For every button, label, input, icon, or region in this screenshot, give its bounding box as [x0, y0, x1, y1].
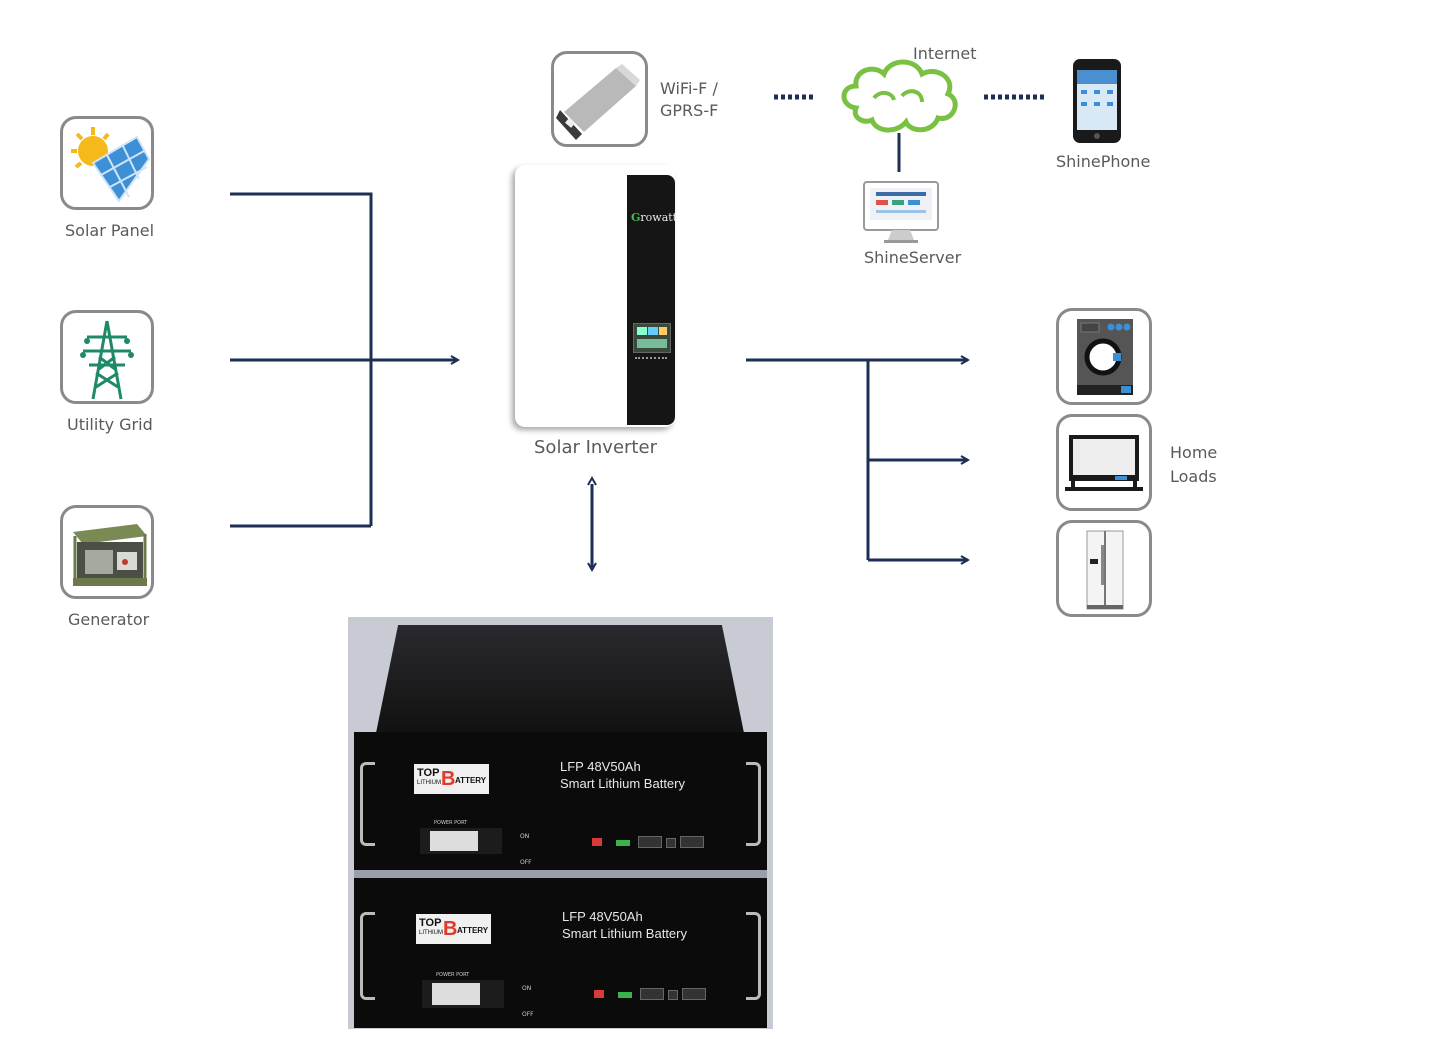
can-port[interactable] — [680, 836, 704, 848]
refrigerator-icon — [1086, 530, 1124, 610]
battery-description: Smart Lithium Battery — [562, 926, 687, 941]
wifi-dongle-icon — [556, 64, 640, 140]
power-port-label: POWER PORT — [436, 972, 470, 978]
load-washing-machine-box — [1056, 308, 1152, 405]
inverter-buttons — [635, 357, 667, 363]
utility-grid-box — [60, 310, 154, 404]
inverter-label: Solar Inverter — [534, 437, 657, 458]
battery-logo: TOP LITHIUM B ATTERY — [416, 914, 491, 944]
solar-panel-box — [60, 116, 154, 210]
battery-unit-1: TOP LITHIUM B ATTERY LFP 48V50Ah Smart L… — [354, 732, 767, 870]
source-label-generator: Generator — [68, 610, 150, 629]
power-port — [422, 980, 504, 1008]
battery-handle-right — [746, 912, 761, 1000]
inverter-display — [633, 323, 671, 353]
power-port — [420, 828, 502, 854]
generator-icon — [73, 524, 147, 586]
dongle-label-line2: GPRS-F — [660, 101, 719, 120]
solar-inverter: Growatt — [515, 165, 675, 427]
server-label: ShineServer — [864, 248, 962, 267]
load-television-box — [1056, 414, 1152, 511]
dongle-label-line1: WiFi-F / — [660, 79, 718, 98]
battery-stack: TOP LITHIUM B ATTERY LFP 48V50Ah Smart L… — [348, 617, 773, 1029]
battery-model-text: LFP 48V50Ah Smart Lithium Battery — [560, 758, 685, 792]
rs232-port[interactable] — [666, 838, 676, 848]
battery-model: LFP 48V50Ah — [560, 759, 641, 774]
cloud-icon — [841, 59, 958, 133]
solar-panel-icon — [71, 127, 151, 203]
phone-icon — [1073, 59, 1121, 143]
rs485-port[interactable] — [640, 988, 664, 1000]
can-port[interactable] — [682, 988, 706, 1000]
power-terminals — [430, 831, 478, 851]
power-tower-icon — [80, 320, 134, 400]
battery-handle-left — [360, 762, 375, 846]
battery-handle-right — [746, 762, 761, 846]
server-monitor-icon — [863, 181, 939, 243]
power-port-label: POWER PORT — [434, 820, 468, 826]
battery-unit-2: TOP LITHIUM B ATTERY LFP 48V50Ah Smart L… — [354, 878, 767, 1028]
source-label-solar: Solar Panel — [65, 221, 155, 240]
battery-description: Smart Lithium Battery — [560, 776, 685, 791]
battery-logo: TOP LITHIUM B ATTERY — [414, 764, 489, 794]
cloud-label: Internet — [913, 44, 977, 63]
rs485-port[interactable] — [638, 836, 662, 848]
dongle-label: WiFi-F / GPRS-F — [660, 78, 718, 122]
home-loads-label: Home Loads — [1170, 441, 1217, 489]
washing-machine-icon — [1077, 319, 1133, 395]
inverter-front-panel: Growatt — [627, 175, 675, 425]
dip-switch[interactable] — [592, 838, 602, 846]
battery-divider — [354, 870, 767, 878]
dry-contact-port[interactable] — [618, 992, 632, 998]
battery-handle-left — [360, 912, 375, 1000]
rs232-port[interactable] — [668, 990, 678, 1000]
solar-line — [230, 192, 373, 526]
television-icon — [1065, 435, 1143, 491]
dry-contact-port[interactable] — [616, 840, 630, 846]
battery-lid — [376, 625, 744, 733]
home-loads-label-line1: Home — [1170, 443, 1218, 462]
phone-label: ShinePhone — [1056, 152, 1151, 171]
power-terminals — [432, 983, 480, 1005]
inverter-brand: Growatt — [631, 211, 675, 224]
wifi-dongle-box — [551, 51, 648, 147]
battery-model-text: LFP 48V50Ah Smart Lithium Battery — [562, 908, 687, 942]
generator-box — [60, 505, 154, 599]
load-refrigerator-box — [1056, 520, 1152, 617]
source-label-grid: Utility Grid — [67, 415, 153, 434]
home-loads-label-line2: Loads — [1170, 467, 1217, 486]
dip-switch[interactable] — [594, 990, 604, 998]
battery-model: LFP 48V50Ah — [562, 909, 643, 924]
